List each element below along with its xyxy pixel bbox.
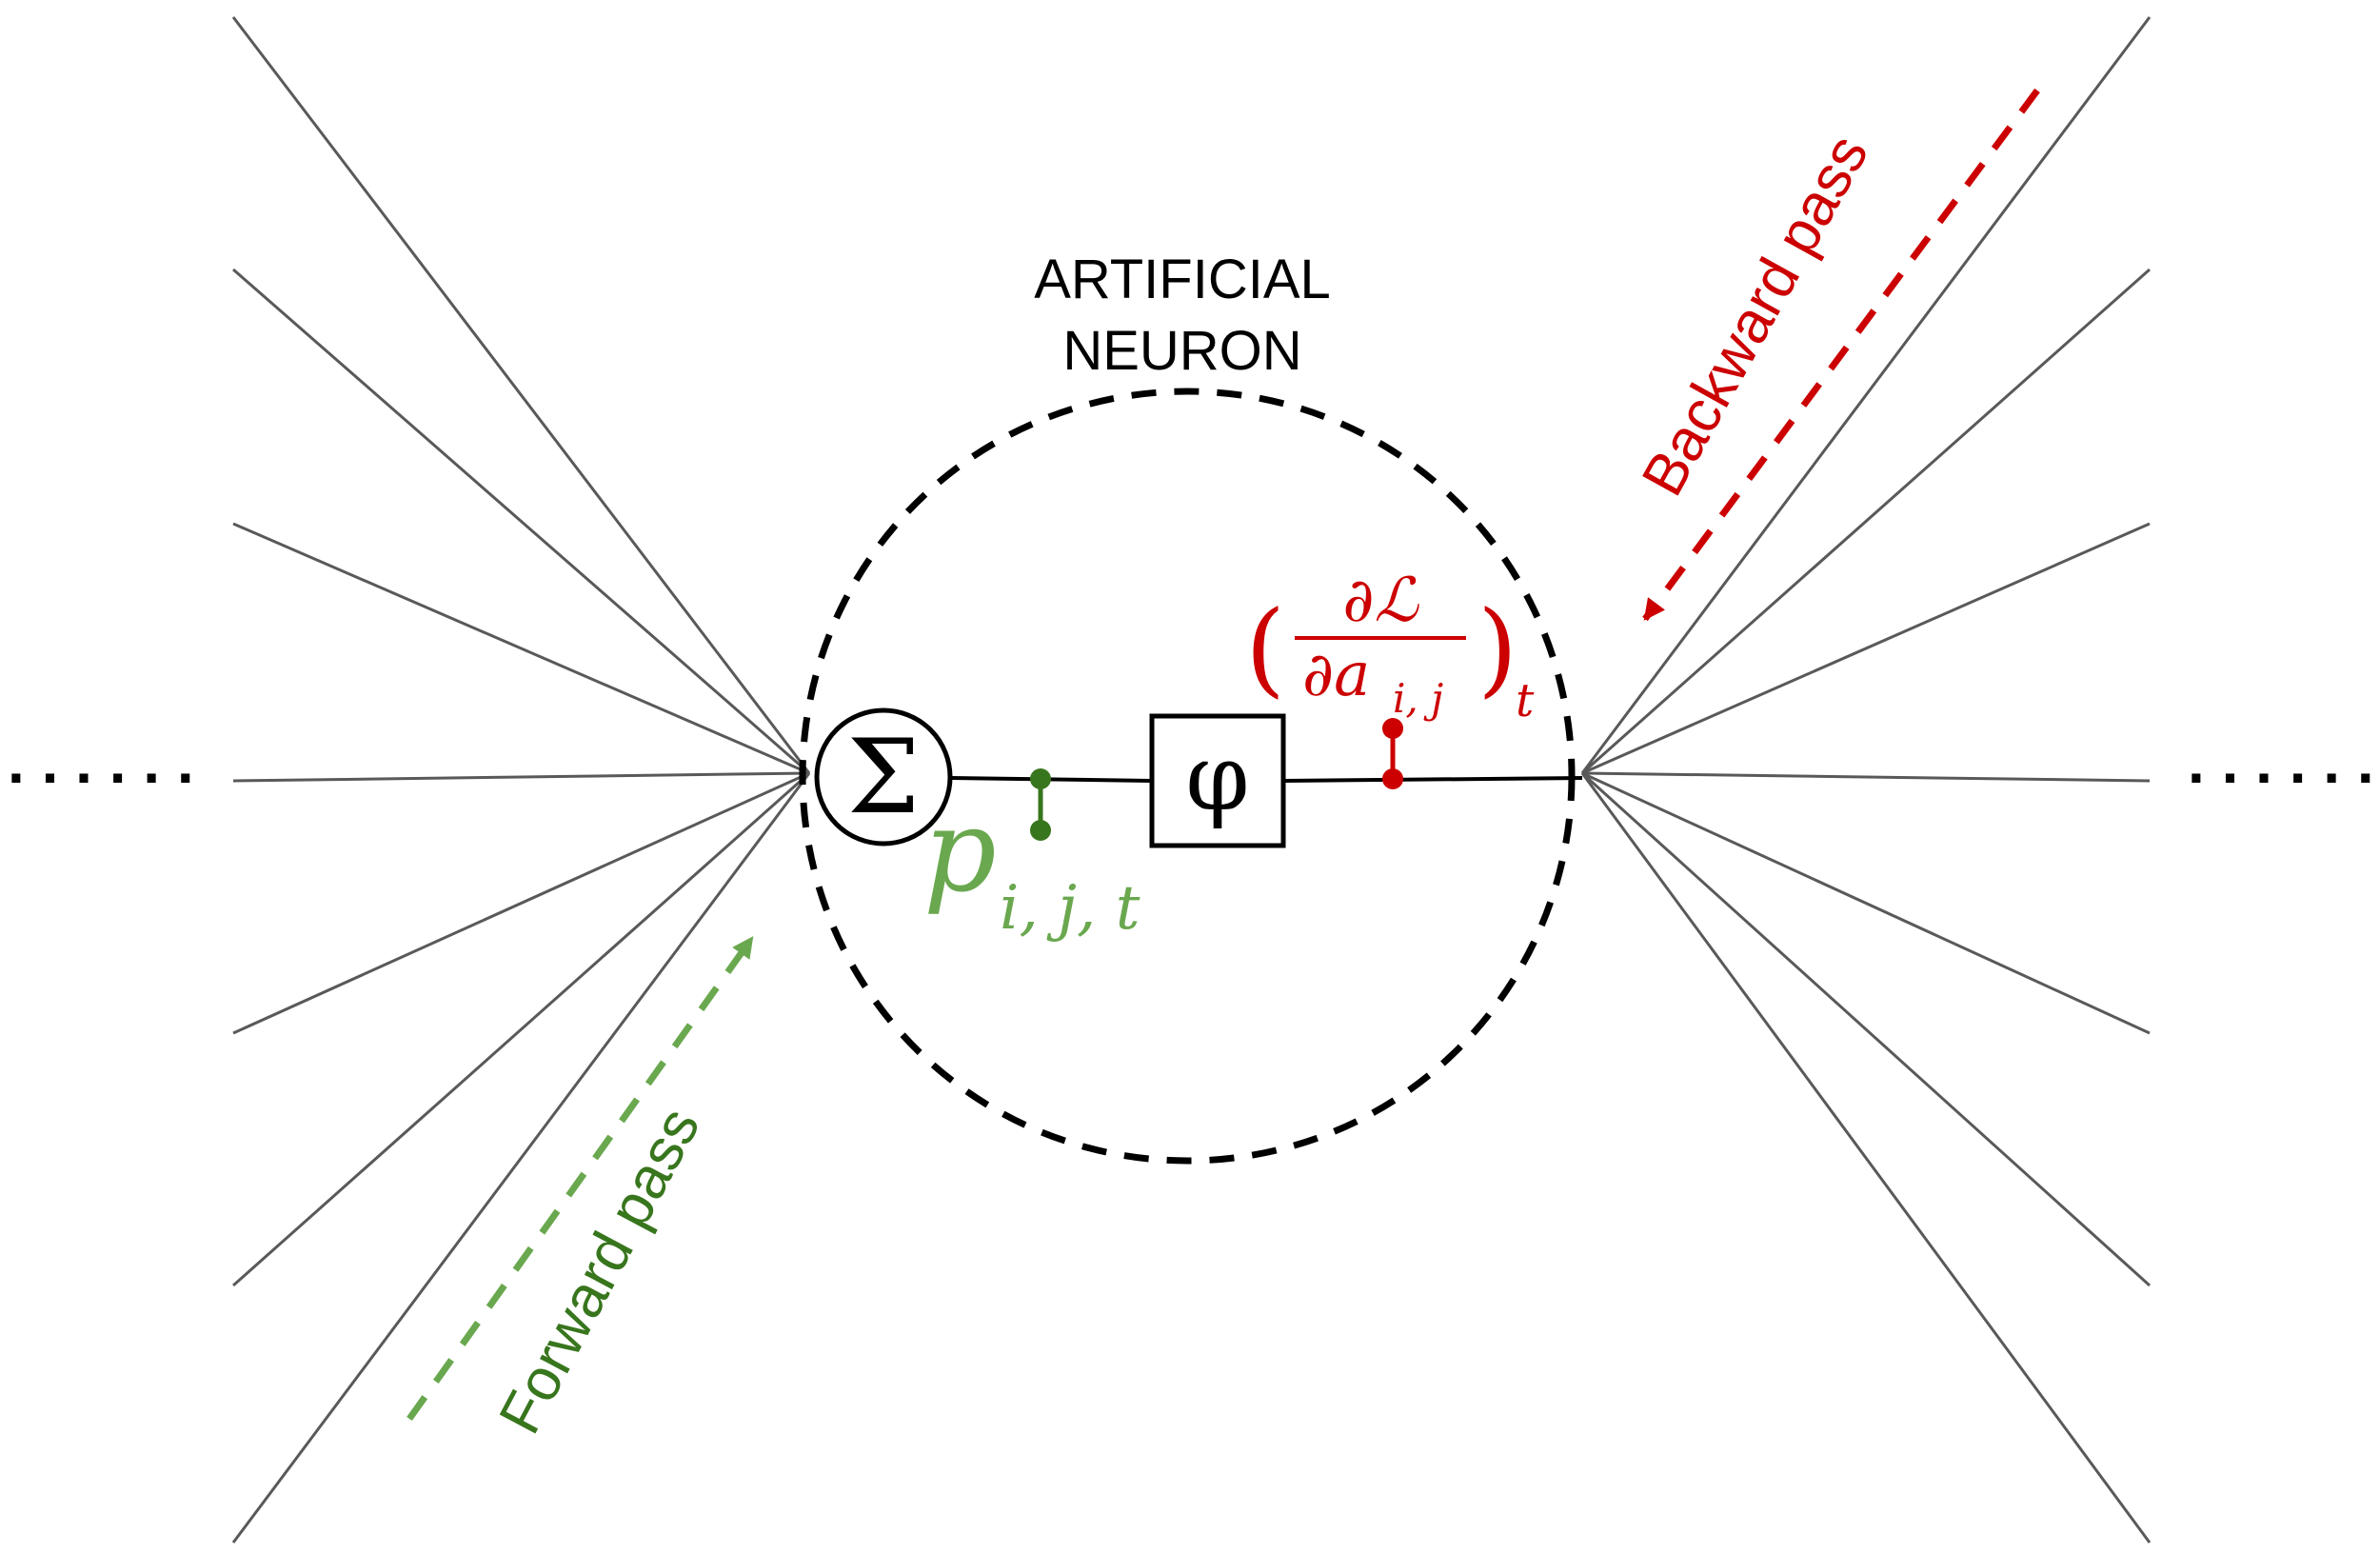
backward-pass-arrow: [1642, 88, 2040, 622]
p-symbol: p: [923, 786, 997, 918]
neuron-boundary: [799, 388, 1576, 1165]
output-connection: [1580, 772, 2152, 1544]
grad-denominator-subscript: i, j: [1393, 675, 1443, 722]
forward-pass-arrow: [407, 935, 755, 1422]
output-connection: [1581, 771, 2151, 1035]
neuron-title-line2: NEURON: [1062, 320, 1301, 382]
backward-probe: [1382, 718, 1403, 789]
input-connection: [232, 771, 810, 1287]
grad-open-paren: (: [1245, 589, 1285, 708]
neuron-title-line1: ARTIFICIAL: [1034, 249, 1331, 310]
p-subscript: i, j, t: [1000, 873, 1140, 944]
input-connection: [232, 771, 810, 1035]
grad-close-paren: ): [1478, 589, 1517, 708]
output-connections: [1580, 16, 2152, 1544]
input-connection: [231, 772, 811, 1544]
forward-activation-label: p i, j, t: [923, 786, 1140, 944]
activation-symbol: φ: [1185, 725, 1249, 831]
input-connections: [231, 16, 811, 1544]
signal-line-sum-to-phi: [951, 776, 1153, 783]
ellipsis-right: . . . . . .: [2188, 727, 2374, 796]
output-connection: [1580, 16, 2152, 774]
output-connection: [1581, 268, 2151, 775]
signal-line-phi-to-output: [1282, 776, 1583, 783]
activation-node: [1149, 713, 1286, 848]
grad-numerator: ∂ℒ: [1342, 566, 1419, 636]
output-connection: [1581, 522, 2151, 775]
input-connection: [232, 522, 810, 775]
grad-denominator: ∂a: [1302, 640, 1370, 710]
forward-probe: [1030, 768, 1051, 841]
output-connection: [1580, 771, 2152, 1287]
grad-subscript: t: [1516, 674, 1535, 727]
input-connection: [232, 771, 810, 783]
backward-pass-label: Backward pass: [1630, 125, 1881, 507]
input-connection: [231, 16, 811, 774]
backward-gradient-label: ( ∂ℒ ∂a i, j ) t: [1245, 566, 1535, 727]
input-connection: [232, 268, 810, 775]
output-connection: [1581, 771, 2151, 783]
ellipsis-left: . . . . . .: [8, 727, 194, 796]
summation-node: [814, 707, 953, 847]
summation-symbol: Σ: [847, 718, 920, 837]
